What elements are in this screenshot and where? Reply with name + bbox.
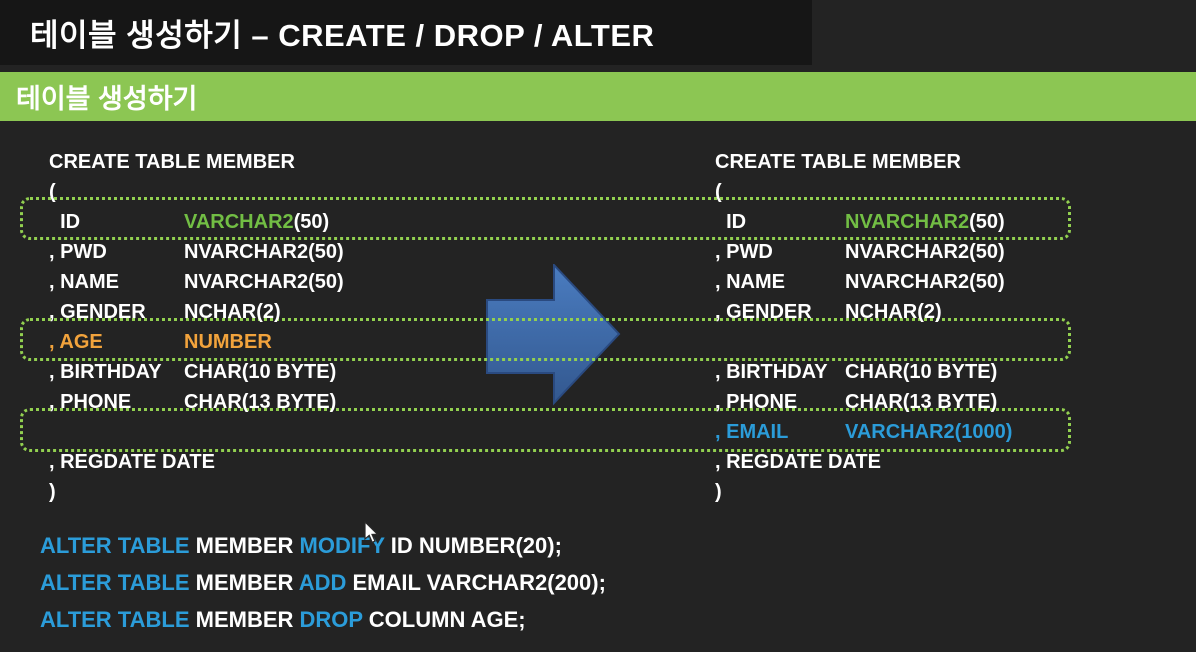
code-line: ID NVARCHAR2(50) bbox=[715, 207, 1012, 237]
code-segment: , REGDATE DATE bbox=[49, 451, 215, 473]
code-segment: , PHONE bbox=[49, 391, 132, 413]
code-line: , REGDATE DATE bbox=[49, 447, 344, 477]
slide-title: 테이블 생성하기 – CREATE / DROP / ALTER bbox=[30, 18, 655, 53]
code-segment: CHAR(13 BYTE) bbox=[184, 391, 337, 413]
highlight-box-email-row bbox=[20, 408, 1071, 452]
code-segment: ) bbox=[715, 481, 722, 503]
code-segment: MEMBER bbox=[195, 533, 300, 558]
code-segment: MEMBER bbox=[195, 607, 300, 632]
code-segment: , PWD bbox=[49, 241, 107, 263]
code-segment: ) bbox=[49, 481, 56, 503]
code-line: ) bbox=[49, 477, 344, 507]
section-banner: 테이블 생성하기 bbox=[0, 72, 1196, 121]
code-line: , NAME NVARCHAR2(50) bbox=[49, 267, 344, 297]
code-segment: CHAR(10 BYTE) bbox=[845, 361, 998, 383]
code-segment: ID bbox=[49, 211, 81, 233]
code-line: , PWD NVARCHAR2(50) bbox=[715, 237, 1012, 267]
code-segment: ID bbox=[715, 211, 747, 233]
code-line: , BIRTHDAY CHAR(10 BYTE) bbox=[715, 357, 1012, 387]
code-line: , BIRTHDAY CHAR(10 BYTE) bbox=[49, 357, 344, 387]
code-segment: CREATE TABLE MEMBER bbox=[715, 151, 961, 173]
code-segment: NVARCHAR2(50) bbox=[845, 271, 1005, 293]
code-segment: NCHAR(2) bbox=[184, 301, 281, 323]
mouse-cursor-icon bbox=[364, 521, 379, 544]
code-segment: NVARCHAR2 bbox=[845, 211, 970, 233]
code-line: , PHONE CHAR(13 BYTE) bbox=[49, 387, 344, 417]
code-segment: NVARCHAR2(50) bbox=[184, 271, 344, 293]
code-segment: (50) bbox=[969, 211, 1005, 233]
code-segment: VARCHAR2(1000) bbox=[845, 421, 1013, 443]
code-segment: DROP bbox=[299, 607, 369, 632]
code-line: , GENDER NCHAR(2) bbox=[49, 297, 344, 327]
code-segment: ( bbox=[715, 181, 722, 203]
code-line: ALTER TABLE MEMBER ADD EMAIL VARCHAR2(20… bbox=[40, 564, 606, 601]
code-line: , NAME NVARCHAR2(50) bbox=[715, 267, 1012, 297]
code-line: , REGDATE DATE bbox=[715, 447, 1012, 477]
code-line bbox=[715, 327, 1012, 357]
code-segment: ALTER TABLE bbox=[40, 533, 196, 558]
code-segment: NUMBER bbox=[184, 331, 272, 353]
code-segment: ADD bbox=[298, 570, 353, 595]
code-segment: , NAME bbox=[49, 271, 119, 293]
code-segment: (50) bbox=[293, 211, 330, 233]
code-segment: ALTER TABLE bbox=[40, 570, 196, 595]
code-line: , PHONE CHAR(13 BYTE) bbox=[715, 387, 1012, 417]
code-line: , GENDER NCHAR(2) bbox=[715, 297, 1012, 327]
code-segment: , PWD bbox=[715, 241, 773, 263]
code-segment: , AGE bbox=[49, 331, 103, 353]
code-line: , AGE NUMBER bbox=[49, 327, 344, 357]
code-line: ALTER TABLE MEMBER MODIFY ID NUMBER(20); bbox=[40, 527, 606, 564]
code-segment: , BIRTHDAY bbox=[49, 361, 167, 383]
code-line: , PWD NVARCHAR2(50) bbox=[49, 237, 344, 267]
code-block-before: CREATE TABLE MEMBER ( ID VARCHAR2(50) , PWD… bbox=[49, 147, 344, 507]
code-segment: , NAME bbox=[715, 271, 785, 293]
code-segment: NCHAR(2) bbox=[845, 301, 942, 323]
code-segment: , BIRTHDAY bbox=[715, 361, 833, 383]
code-segment: NVARCHAR2(50) bbox=[184, 241, 344, 263]
code-segment: , GENDER bbox=[49, 301, 146, 323]
code-segment: ALTER TABLE bbox=[40, 607, 196, 632]
code-segment: , REGDATE DATE bbox=[715, 451, 881, 473]
code-segment: CHAR(13 BYTE) bbox=[845, 391, 998, 413]
code-line: CREATE TABLE MEMBER bbox=[49, 147, 344, 177]
code-segment: NVARCHAR2(50) bbox=[845, 241, 1005, 263]
code-segment: COLUMN AGE; bbox=[368, 607, 526, 632]
code-line: , EMAIL VARCHAR2(1000) bbox=[715, 417, 1012, 447]
code-segment: ( bbox=[49, 181, 56, 203]
right-arrow-icon bbox=[486, 264, 621, 406]
code-segment: , EMAIL bbox=[715, 421, 789, 443]
highlight-box-id-row bbox=[20, 197, 1071, 240]
code-line: ) bbox=[715, 477, 1012, 507]
code-segment: MEMBER bbox=[195, 570, 299, 595]
code-segment: EMAIL VARCHAR2(200); bbox=[352, 570, 606, 595]
title-bar: 테이블 생성하기 – CREATE / DROP / ALTER bbox=[0, 0, 812, 65]
code-line: ( bbox=[715, 177, 1012, 207]
section-banner-label: 테이블 생성하기 bbox=[16, 84, 198, 114]
code-segment: VARCHAR2 bbox=[184, 211, 294, 233]
code-line bbox=[49, 417, 344, 447]
code-line: ID VARCHAR2(50) bbox=[49, 207, 344, 237]
code-segment: ID NUMBER(20); bbox=[390, 533, 562, 558]
code-line: ALTER TABLE MEMBER DROP COLUMN AGE; bbox=[40, 601, 606, 638]
code-segment: CHAR(10 BYTE) bbox=[184, 361, 337, 383]
code-line: ( bbox=[49, 177, 344, 207]
code-segment: , PHONE bbox=[715, 391, 798, 413]
highlight-box-age-row bbox=[20, 318, 1071, 361]
code-segment: , GENDER bbox=[715, 301, 812, 323]
alter-statements-block: ALTER TABLE MEMBER MODIFY ID NUMBER(20);… bbox=[40, 527, 606, 638]
code-line: CREATE TABLE MEMBER bbox=[715, 147, 1012, 177]
code-segment: CREATE TABLE MEMBER bbox=[49, 151, 295, 173]
